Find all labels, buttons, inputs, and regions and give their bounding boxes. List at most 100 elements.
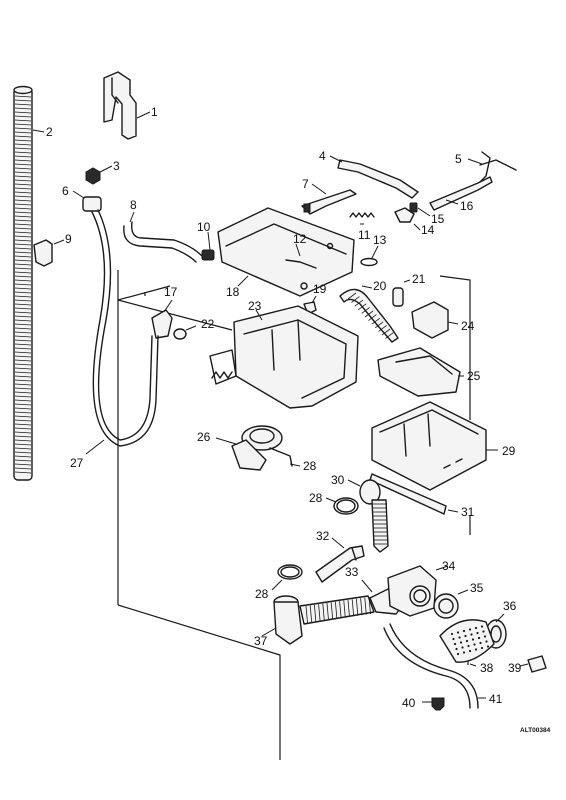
corrugation-rib bbox=[374, 321, 384, 329]
callout-34: 34 bbox=[442, 559, 456, 573]
corrugation-rib bbox=[14, 435, 32, 438]
corrugation-rib bbox=[14, 335, 32, 338]
corrugation-rib bbox=[14, 267, 32, 270]
corrugation-rib bbox=[14, 127, 32, 130]
corrugation-rib bbox=[14, 187, 32, 190]
corrugation-rib bbox=[14, 347, 32, 350]
filter-hole bbox=[458, 636, 461, 639]
part-24-bracket bbox=[411, 301, 459, 339]
corrugation-rib bbox=[14, 243, 32, 246]
corrugation-rib bbox=[14, 179, 32, 182]
callout-28c: 28 bbox=[255, 587, 269, 601]
filter-hole bbox=[468, 649, 472, 653]
callout-24: 24 bbox=[461, 319, 475, 333]
filter-hole bbox=[482, 630, 485, 633]
callout-25: 25 bbox=[467, 369, 481, 383]
filter-hole bbox=[462, 651, 466, 654]
part-29-dispenser-drawer bbox=[371, 401, 498, 491]
cabinet-outline bbox=[117, 270, 471, 760]
callout-4: 4 bbox=[319, 149, 326, 163]
filter-hole bbox=[485, 640, 488, 643]
part-5-rod bbox=[467, 151, 517, 185]
corrugation-rib bbox=[14, 271, 32, 274]
callout-10: 10 bbox=[197, 220, 211, 234]
callout-labels: 1 2 3 4 5 6 7 8 9 10 11 12 13 14 15 16 1… bbox=[46, 105, 551, 734]
part-26-fitting bbox=[215, 425, 301, 471]
callout-2: 2 bbox=[46, 125, 53, 139]
corrugation-rib bbox=[347, 599, 350, 618]
corrugation-rib bbox=[14, 215, 32, 218]
corrugation-rib bbox=[343, 600, 346, 618]
callout-36: 36 bbox=[503, 599, 517, 613]
corrugation-rib bbox=[14, 103, 32, 106]
corrugation-rib bbox=[14, 115, 32, 118]
corrugation-rib bbox=[14, 311, 32, 314]
corrugation-rib bbox=[14, 119, 32, 122]
filter-hole bbox=[473, 643, 476, 646]
corrugation-rib bbox=[14, 151, 32, 154]
corrugation-rib bbox=[361, 307, 370, 314]
part-20-corrugated-hose bbox=[339, 285, 399, 343]
corrugation-rib bbox=[14, 399, 32, 402]
callout-35: 35 bbox=[470, 581, 484, 595]
corrugation-rib bbox=[14, 159, 32, 162]
corrugation-rib bbox=[14, 171, 32, 174]
corrugation-rib bbox=[14, 107, 32, 110]
part-28-clamp bbox=[271, 564, 303, 591]
filter-hole bbox=[452, 637, 455, 641]
callout-37: 37 bbox=[254, 634, 268, 648]
corrugation-rib bbox=[330, 602, 334, 620]
callout-3: 3 bbox=[113, 159, 120, 173]
filter-hole bbox=[479, 641, 482, 645]
callout-33: 33 bbox=[345, 565, 359, 579]
filter-hole bbox=[477, 636, 481, 640]
corrugation-rib bbox=[14, 191, 32, 194]
corrugation-rib bbox=[14, 451, 32, 454]
part-39-clip bbox=[519, 655, 547, 673]
corrugation-rib bbox=[14, 427, 32, 430]
corrugation-rib bbox=[14, 327, 32, 330]
filter-hole bbox=[471, 638, 475, 641]
corrugation-rib bbox=[14, 139, 32, 142]
corrugation-rib bbox=[14, 239, 32, 242]
part-38-filter bbox=[439, 619, 495, 667]
corrugation-rib bbox=[14, 367, 32, 370]
callout-17: 17 bbox=[164, 285, 178, 299]
corrugation-rib bbox=[14, 459, 32, 462]
filter-hole bbox=[462, 629, 466, 633]
corrugation-rib bbox=[364, 597, 367, 615]
corrugation-rib bbox=[14, 231, 32, 234]
corrugation-rib bbox=[385, 332, 394, 339]
corrugation-rib bbox=[14, 379, 32, 382]
callout-5: 5 bbox=[455, 152, 462, 166]
corrugation-rib bbox=[14, 407, 32, 410]
part-23-dispenser-housing bbox=[209, 305, 359, 409]
part-35-ring bbox=[433, 589, 469, 619]
corrugation-rib bbox=[14, 259, 32, 262]
callout-28b: 28 bbox=[309, 491, 323, 505]
part-15-pin bbox=[409, 202, 431, 217]
corrugation-rib bbox=[14, 419, 32, 422]
part-2-corrugated-tube bbox=[13, 85, 45, 481]
corrugation-rib bbox=[14, 199, 32, 202]
corrugation-rib bbox=[14, 283, 32, 286]
part-14-connector bbox=[394, 207, 421, 231]
corrugation-rib bbox=[14, 255, 32, 258]
filter-hole bbox=[486, 645, 490, 648]
part-11-spring bbox=[349, 212, 375, 225]
callout-13: 13 bbox=[373, 233, 387, 247]
corrugation-rib bbox=[14, 155, 32, 158]
corrugation-rib bbox=[14, 223, 32, 226]
filter-hole bbox=[465, 639, 469, 643]
corrugation-rib bbox=[14, 295, 32, 298]
part-40-plug bbox=[422, 697, 445, 711]
corrugation-rib bbox=[309, 605, 313, 623]
part-37-drain-elbow bbox=[261, 595, 303, 645]
corrugation-rib bbox=[14, 131, 32, 134]
corrugation-rib bbox=[14, 99, 32, 102]
callout-11: 11 bbox=[358, 228, 371, 242]
corrugation-rib bbox=[14, 279, 32, 282]
corrugation-rib bbox=[14, 339, 32, 342]
corrugation-rib bbox=[14, 383, 32, 386]
callout-30: 30 bbox=[331, 473, 345, 487]
